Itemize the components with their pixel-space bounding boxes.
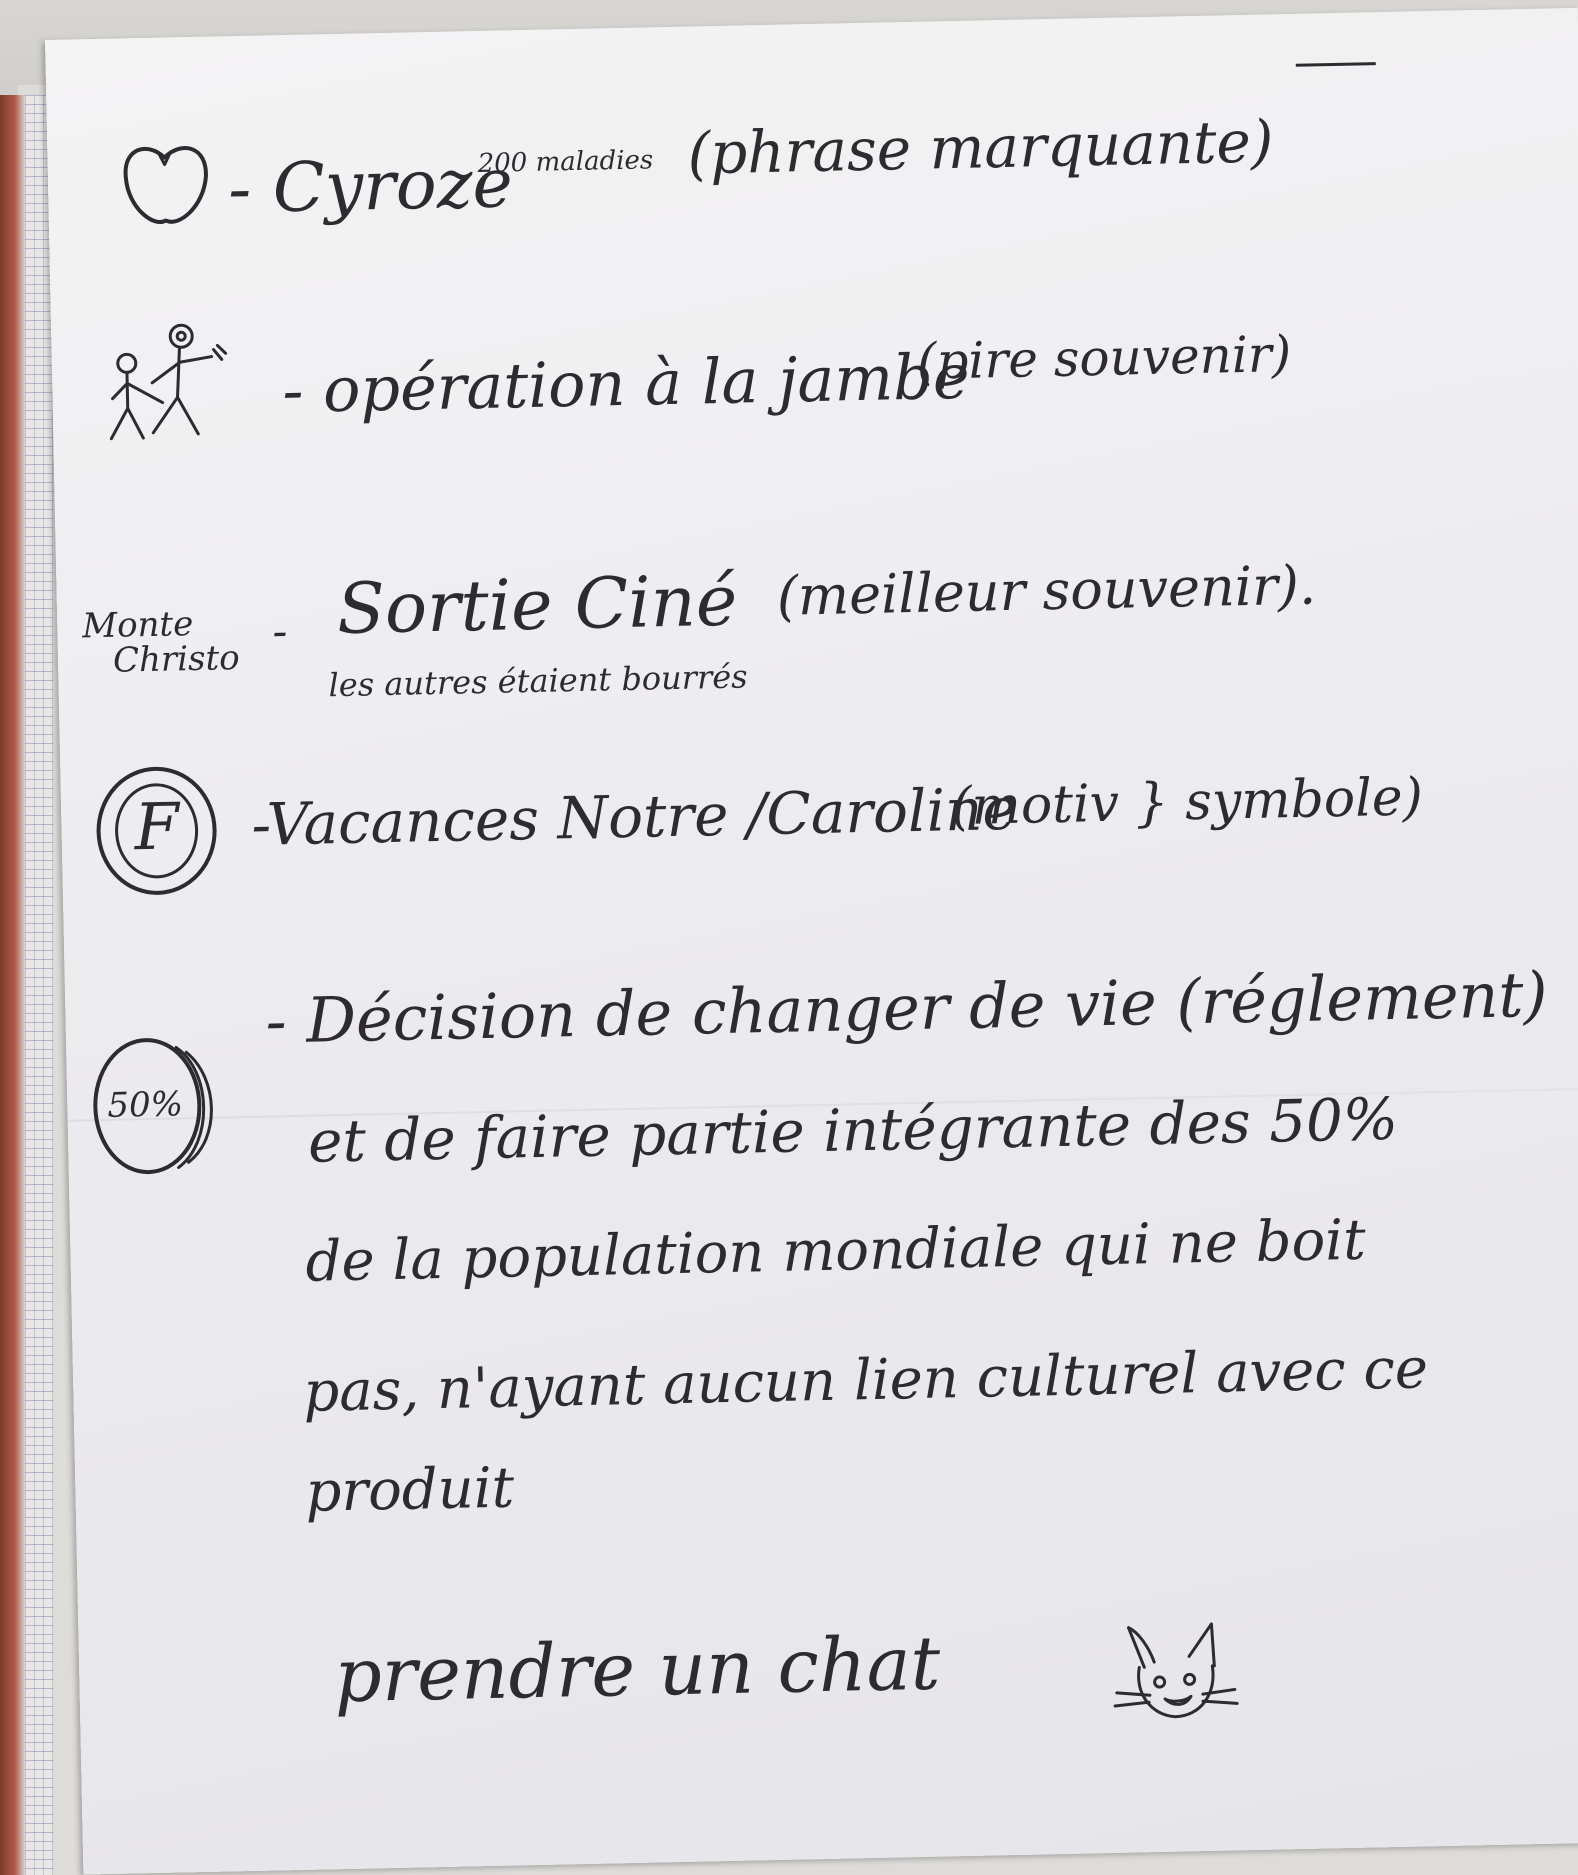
apple-icon (117, 132, 214, 234)
note-3-side-label-2: Christo (112, 638, 241, 681)
note-5-line-1: - Décision de changer de vie (réglement) (264, 957, 1549, 1058)
note-6-main: prendre un chat (333, 1620, 942, 1720)
note-4-main: -Vacances Notre /Caroline (250, 774, 1018, 859)
note-4-paren: (motiv } symbole) (950, 767, 1424, 838)
handwritten-page: - Cyroze 200 maladies (phrase marquante)… (45, 7, 1578, 1875)
note-3-dash: - (271, 606, 288, 658)
note-5-line-3: de la population mondiale qui ne boit (304, 1207, 1367, 1295)
note-1-paren: (phrase marquante) (686, 107, 1275, 188)
fifty-percent-label: 50% (106, 1084, 184, 1126)
notebook-edge (0, 95, 25, 1875)
cat-face-icon (1103, 1605, 1246, 1738)
note-1-small: 200 maladies (477, 145, 654, 179)
note-2-main: - opération à la jambe (281, 339, 971, 428)
notebook-grid-margin (25, 95, 53, 1875)
note-5-line-5: produit (304, 1455, 515, 1525)
f-circle-icon (90, 761, 223, 899)
note-5-line-2: et de faire partie intégrante des 50% (307, 1084, 1399, 1176)
note-5-line-4: pas, n'ayant aucun lien culturel avec ce (302, 1336, 1429, 1425)
note-1-main: - Cyroze (227, 144, 514, 230)
note-3-paren: (meilleur souvenir). (776, 553, 1317, 628)
note-2-paren: (pire souvenir) (916, 324, 1292, 391)
note-3-side-label-1: Monte (81, 604, 194, 647)
f-letter: F (133, 790, 180, 866)
note-3-main: Sortie Ciné (336, 559, 738, 651)
stick-figures-icon (91, 321, 264, 465)
macron-mark (1295, 62, 1376, 67)
note-3-sub: les autres étaient bourrés (328, 657, 749, 705)
fifty-percent-coin-icon (86, 1026, 229, 1179)
